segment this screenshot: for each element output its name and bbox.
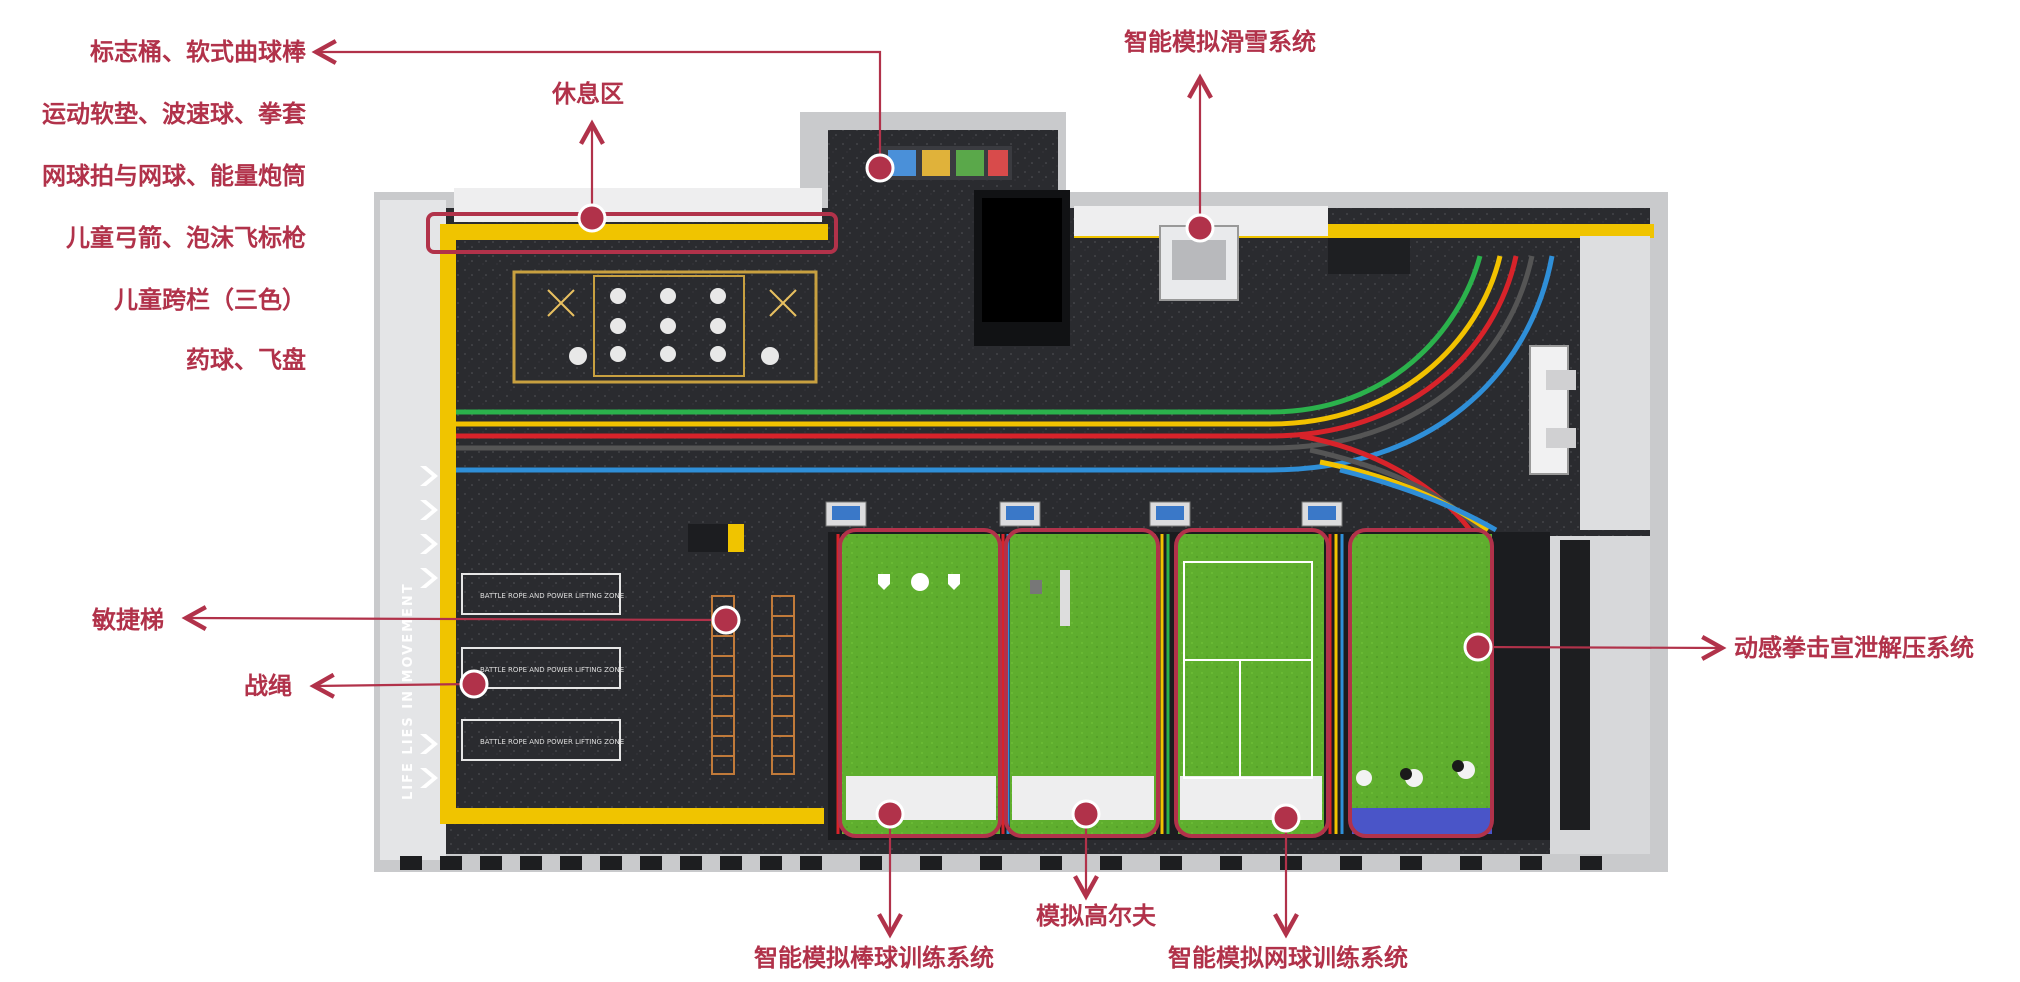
label-hurdles: 儿童跨栏（三色） (114, 286, 306, 314)
dark-cabinet (974, 190, 1070, 346)
label-archery: 儿童弓箭、泡沫飞标枪 (66, 224, 306, 252)
label-baseball: 智能模拟棒球训练系统 (754, 944, 994, 972)
label-mats: 运动软垫、波速球、拳套 (42, 100, 306, 128)
svg-text:LIFE LIES IN MOVEMENT: LIFE LIES IN MOVEMENT (401, 582, 416, 800)
dot-agility (711, 605, 741, 635)
battle-rope-stations (461, 573, 621, 761)
golf-outline (1004, 528, 1160, 838)
boxing-outline (1348, 528, 1494, 838)
label-agility: 敏捷梯 (92, 606, 164, 634)
callout-lines (186, 52, 1722, 934)
zone-highlights (426, 212, 1494, 838)
dot-baseball (875, 799, 905, 829)
agility-ladders (711, 595, 795, 775)
svg-text:BATTLE ROPE AND POWER LIFTING: BATTLE ROPE AND POWER LIFTING ZONE (480, 666, 624, 674)
svg-text:BATTLE ROPE AND POWER LIFTING: BATTLE ROPE AND POWER LIFTING ZONE (480, 592, 624, 600)
dot-ski (1185, 213, 1215, 243)
label-markers: 标志桶、软式曲球棒 (90, 38, 306, 66)
dot-golf (1071, 799, 1101, 829)
simulator-bays (825, 501, 1550, 840)
svg-text:BATTLE ROPE AND POWER LIFTING: BATTLE ROPE AND POWER LIFTING ZONE (480, 738, 624, 746)
label-medicine-ball: 药球、飞盘 (186, 346, 306, 374)
label-boxing: 动感拳击宣泄解压系统 (1734, 634, 1974, 662)
label-tennis-gear: 网球拍与网球、能量炮筒 (42, 162, 306, 190)
rest-area-outline (426, 212, 838, 254)
baseball-outline (838, 528, 1002, 838)
label-golf: 模拟高尔夫 (1036, 902, 1156, 930)
running-track (456, 255, 1555, 533)
callout-dots (459, 153, 1493, 833)
label-rest-area: 休息区 (552, 80, 624, 108)
battle-rope-text: BATTLE ROPE AND POWER LIFTING ZONE BATTL… (480, 592, 624, 746)
dot-boxing (1463, 632, 1493, 662)
wall-slogan: LIFE LIES IN MOVEMENT (401, 466, 438, 800)
label-tennis: 智能模拟网球训练系统 (1168, 944, 1408, 972)
dot-rest-area (577, 203, 607, 233)
dot-battle-rope (459, 669, 489, 699)
label-ski: 智能模拟滑雪系统 (1124, 28, 1316, 56)
label-battle-rope: 战绳 (244, 672, 292, 700)
ski-simulator (1159, 225, 1410, 301)
pedestal-stations (1529, 345, 1576, 475)
dot-equipment (865, 153, 895, 183)
equipment-shelf (880, 146, 1012, 180)
boxing-bay (1352, 534, 1492, 834)
dot-tennis (1271, 803, 1301, 833)
floor-game-mat (512, 270, 818, 384)
tennis-outline (1174, 528, 1330, 838)
